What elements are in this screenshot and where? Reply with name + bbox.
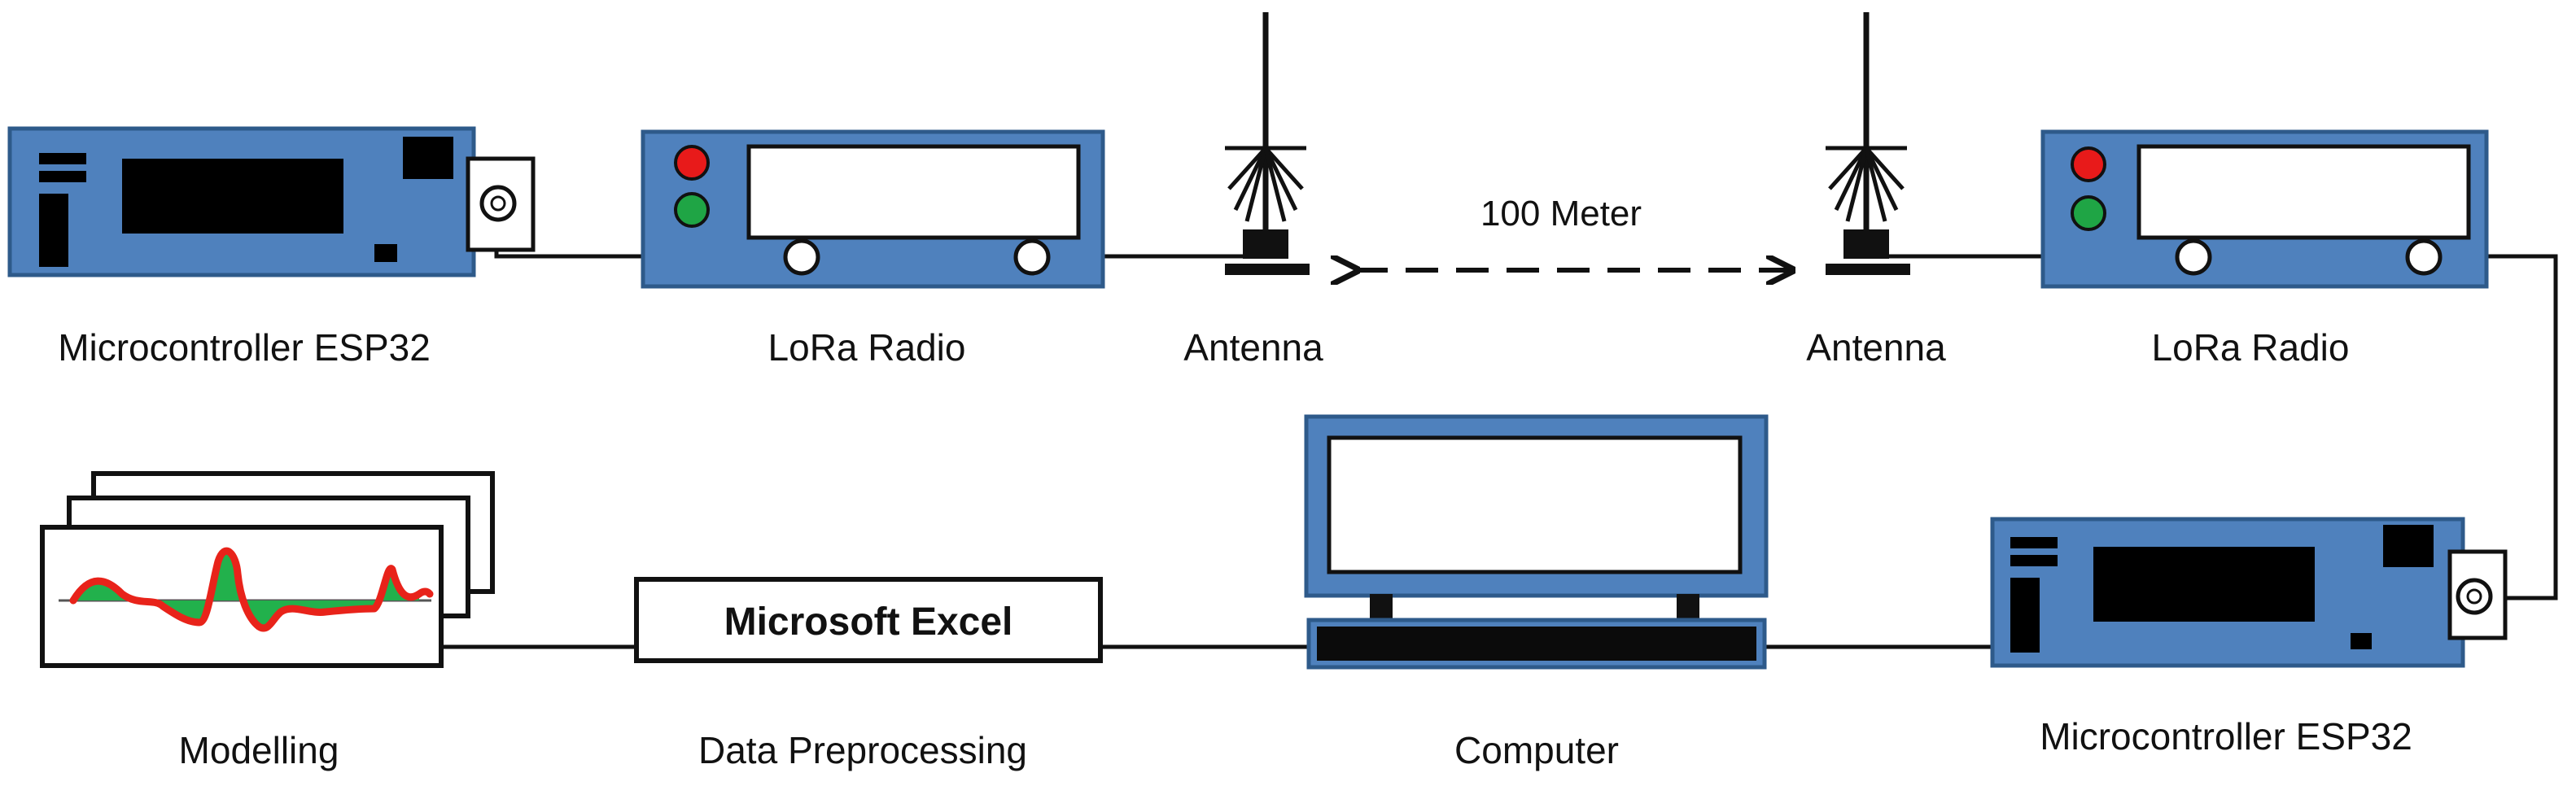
label-microcontroller-esp32-left: Microcontroller ESP32 — [58, 326, 431, 369]
red-led-icon — [2071, 146, 2106, 182]
radio-screen — [2136, 144, 2471, 240]
green-led-icon — [2071, 195, 2106, 231]
label-microcontroller-esp32-right: Microcontroller ESP32 — [2040, 715, 2412, 758]
connector-jack-icon — [2175, 238, 2212, 276]
antenna-left — [1225, 12, 1310, 275]
label-antenna-right: Antenna — [1806, 326, 1946, 369]
wire-lora-right-to-mcu-right — [2429, 254, 2558, 600]
connector-jack-icon — [783, 238, 820, 276]
antenna-right — [1826, 12, 1910, 275]
wireless-link: 100 Meter — [1355, 194, 1791, 270]
label-lora-radio-left: LoRa Radio — [768, 326, 966, 369]
label-computer: Computer — [1454, 729, 1619, 771]
label-lora-radio-right: LoRa Radio — [2151, 326, 2350, 369]
monitor-screen — [1327, 435, 1743, 574]
label-modelling: Modelling — [178, 729, 339, 771]
plot-line — [69, 547, 434, 632]
radio-screen — [746, 144, 1081, 240]
mcu-display — [122, 159, 343, 234]
microcontroller-esp32-left — [7, 126, 536, 277]
mcu-display — [2093, 547, 2315, 622]
connector-jack-icon — [2405, 238, 2443, 276]
distance-label: 100 Meter — [1480, 194, 1642, 234]
modelling-plots — [40, 471, 495, 668]
excel-box: Microsoft Excel — [634, 577, 1103, 663]
label-antenna-left: Antenna — [1183, 326, 1323, 369]
green-led-icon — [674, 192, 710, 228]
connector-jack-icon — [1013, 238, 1051, 276]
red-led-icon — [674, 145, 710, 181]
computer — [1304, 414, 1769, 670]
label-data-preprocessing: Data Preprocessing — [698, 729, 1027, 771]
lora-radio-left — [641, 129, 1105, 289]
microcontroller-esp32-right — [1990, 517, 2508, 668]
lora-radio-right — [2040, 129, 2489, 289]
excel-label: Microsoft Excel — [724, 600, 1013, 644]
